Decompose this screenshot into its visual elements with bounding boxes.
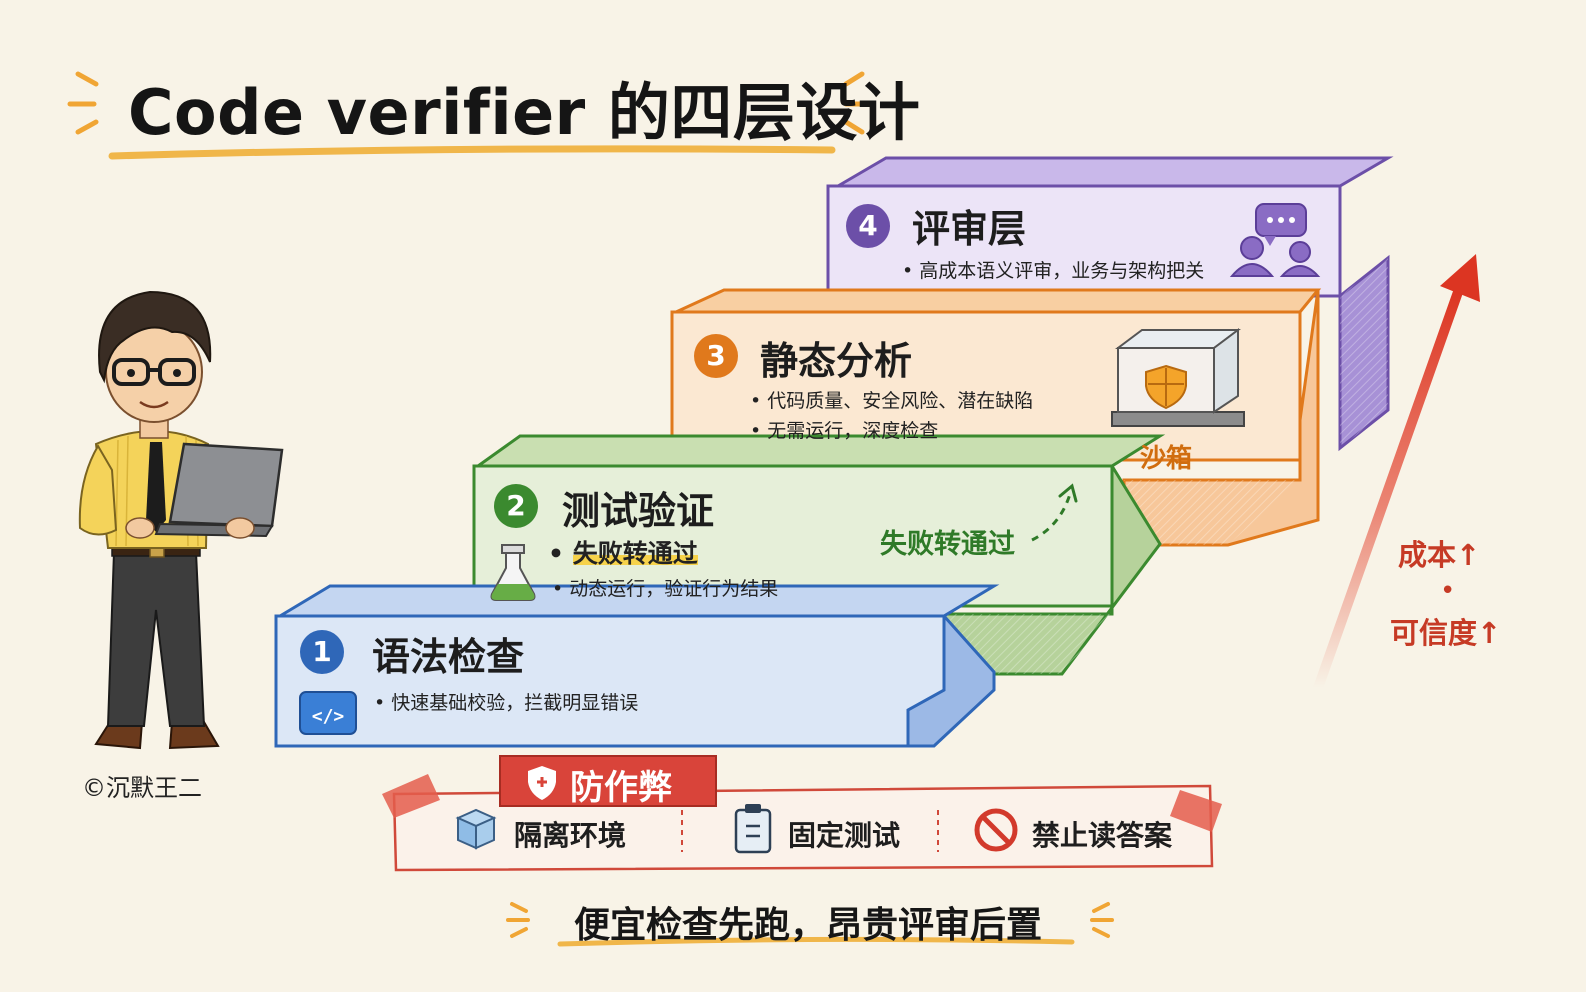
- step-3-bullet-2: 无需运行，深度检查: [750, 416, 938, 443]
- bottom-slogan: 便宜检查先跑，昂贵评审后置: [574, 905, 1043, 946]
- credit-text: ©沉默王二: [82, 774, 202, 802]
- title-sparks-right: [843, 71, 871, 135]
- bottom-sparks-right: [1090, 902, 1114, 938]
- step-3-bullet-1: 代码质量、安全风险、潜在缺陷: [750, 386, 1033, 413]
- flask-icon: [490, 544, 536, 601]
- page-title: Code verifier 的四层设计: [128, 76, 921, 149]
- step-1-bullet-1: 快速基础校验，拦截明显错误: [374, 688, 638, 715]
- step-3-number: 3: [694, 334, 738, 378]
- axis-separator: •: [1440, 576, 1456, 606]
- title-sparks-left: [67, 71, 99, 135]
- pass-arrow: [1031, 483, 1078, 542]
- anti-cheat-title: 防作弊: [570, 768, 672, 808]
- bottom-sparks-left: [506, 902, 530, 938]
- title-underline: [108, 145, 836, 160]
- review-people-icon: [1229, 203, 1321, 277]
- step-4-title: 评审层: [912, 207, 1027, 251]
- step-4-number: 4: [846, 204, 890, 248]
- pass-note: 失败转通过: [880, 529, 1015, 560]
- step-2-title: 测试验证: [562, 489, 715, 533]
- anti-cheat-panel: [382, 755, 1222, 872]
- sandbox-label: 沙箱: [1140, 444, 1193, 474]
- anti-cheat-item-no-answers: 禁止读答案: [1032, 819, 1173, 852]
- step-2-bullet-1: 失败转通过: [548, 534, 698, 570]
- cost-label: 成本↑: [1398, 538, 1481, 572]
- anti-cheat-item-isolation: 隔离环境: [514, 819, 627, 852]
- svg-text:</>: </>: [312, 706, 345, 727]
- bottom-underline: [557, 936, 1075, 947]
- cube-icon: [455, 808, 497, 850]
- anti-cheat-item-fixed-tests: 固定测试: [788, 819, 901, 852]
- step-2-number: 2: [494, 484, 538, 528]
- step-1-block: [274, 584, 1000, 748]
- trust-label: 可信度↑: [1390, 616, 1502, 650]
- step-1-title: 语法检查: [372, 635, 525, 679]
- prohibited-icon: [974, 808, 1018, 852]
- step-1-number: 1: [300, 630, 344, 674]
- developer-character-illustration: [78, 290, 284, 750]
- step-2-bullet-2: 动态运行，验证行为结果: [552, 574, 778, 601]
- step-3-title: 静态分析: [760, 339, 913, 383]
- cost-arrow: [1313, 254, 1480, 693]
- clipboard-icon: [734, 804, 772, 854]
- sandbox-cube-icon: [1111, 328, 1245, 427]
- code-icon: </>: [299, 691, 357, 735]
- step-4-bullet-1: 高成本语义评审，业务与架构把关: [902, 256, 1204, 283]
- step-2-bullet-1-text: 失败转通过: [572, 539, 698, 568]
